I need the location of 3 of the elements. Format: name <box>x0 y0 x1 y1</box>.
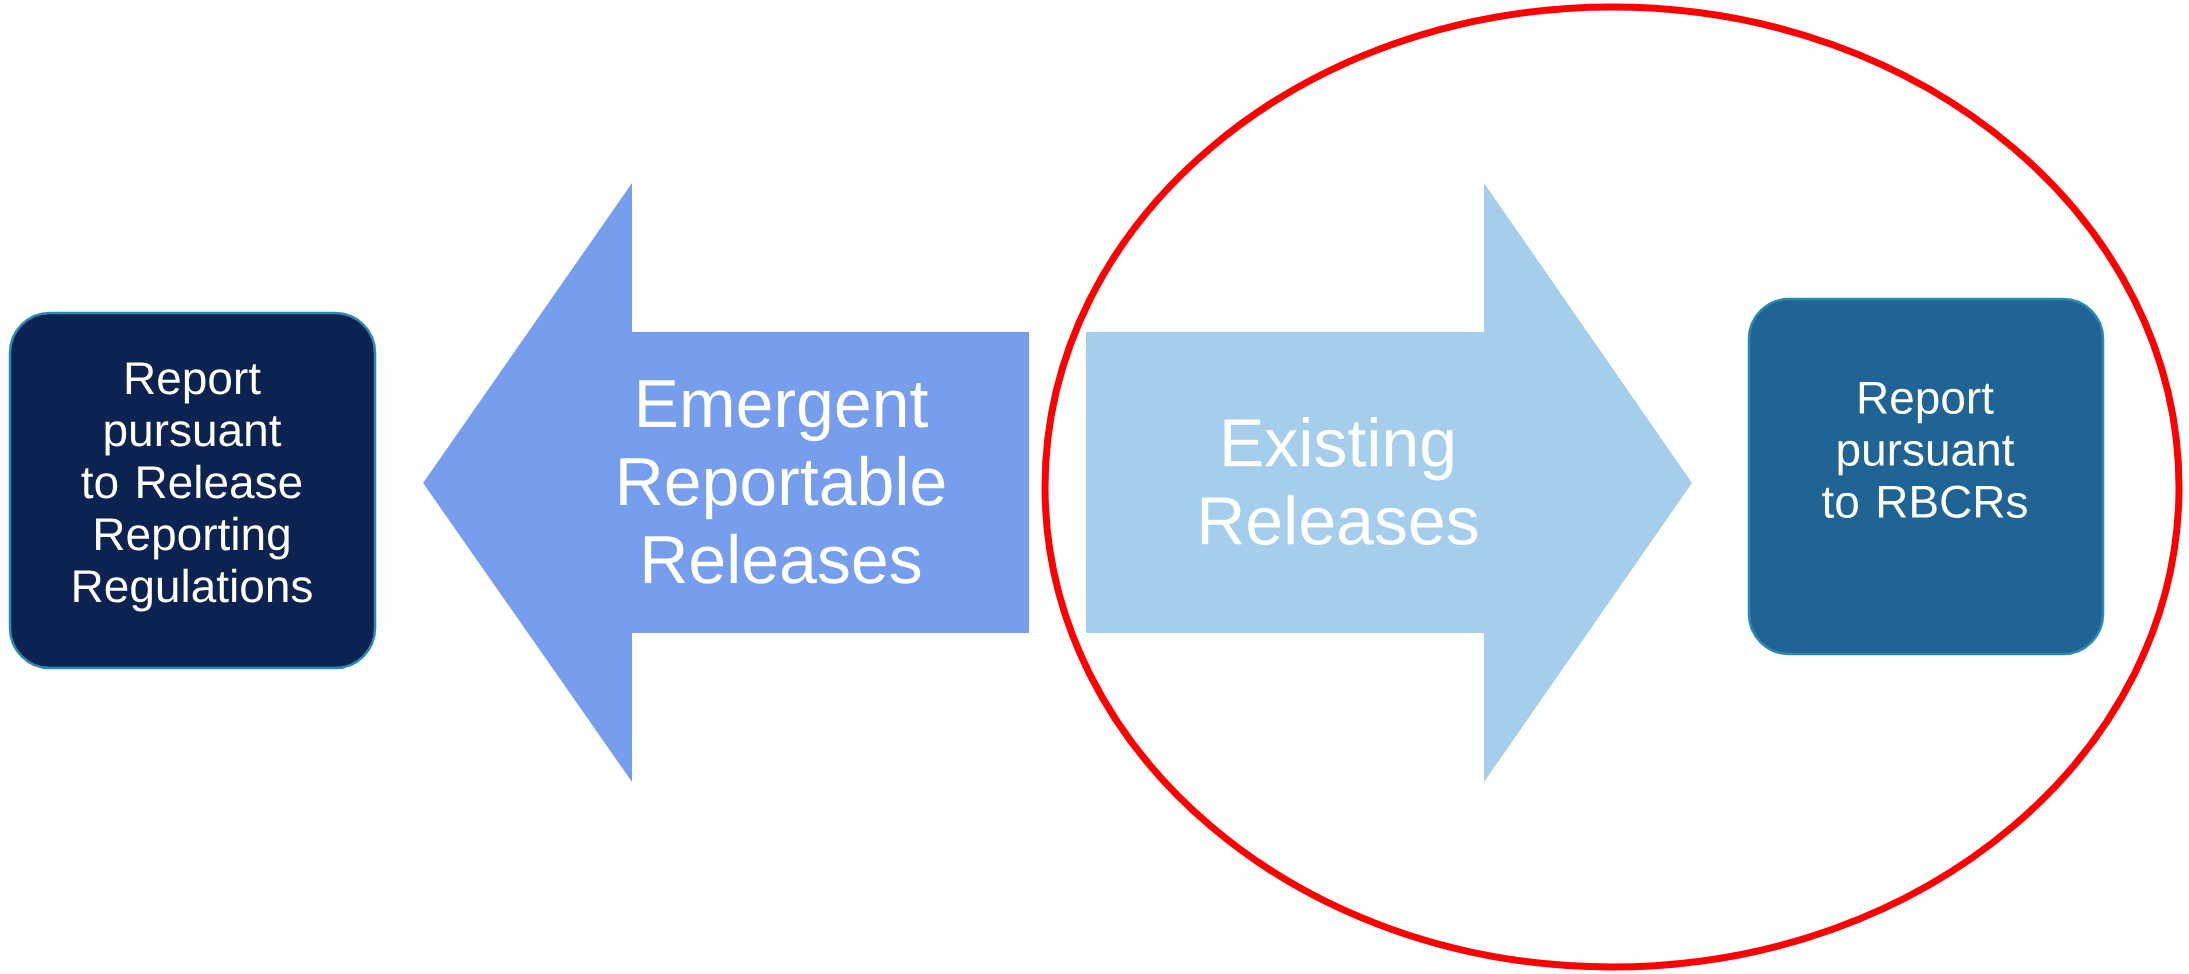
process-box: Report pursuant to Release Reporting Regulations <box>8 311 377 670</box>
highlight-ellipse <box>1041 3 2183 971</box>
process-box: Report pursuant to RBCRs <box>1747 297 2105 656</box>
